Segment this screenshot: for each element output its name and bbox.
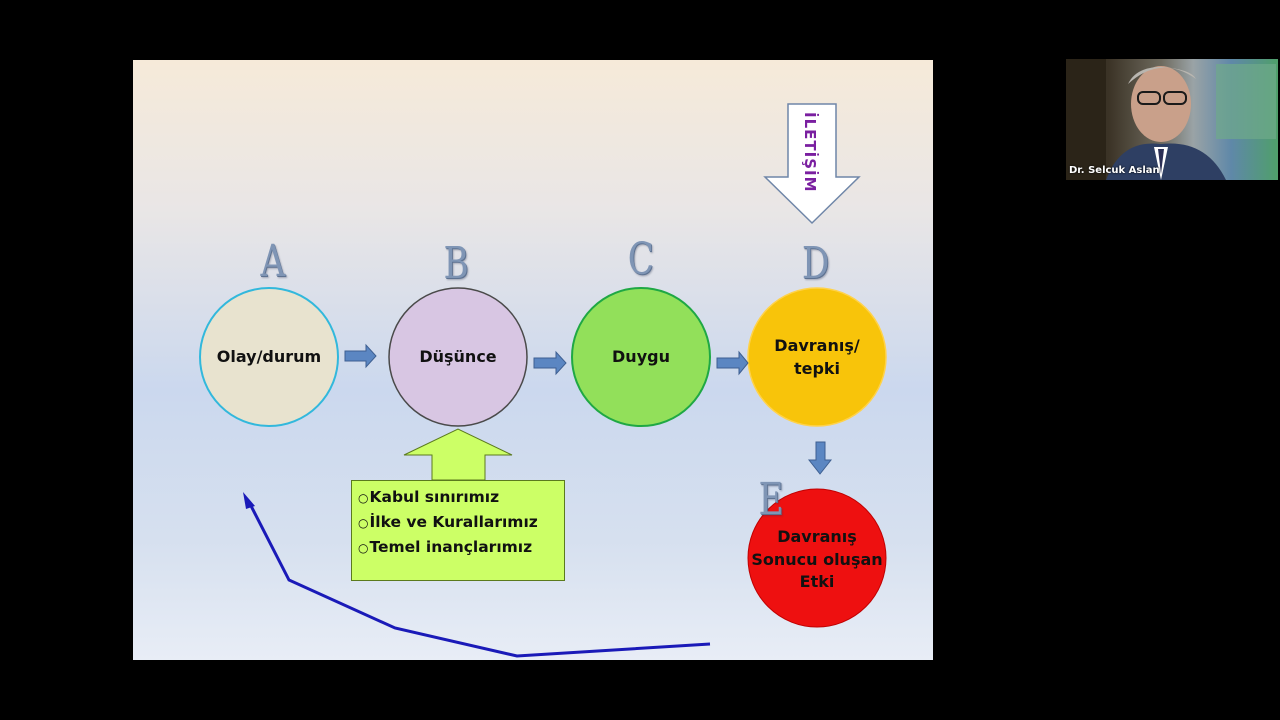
diagram-graphics [199, 103, 887, 658]
node-e-text-line1: Davranış [777, 527, 857, 547]
letter-a: A [260, 236, 286, 287]
node-e-label: Davranış Sonucu oluşan Etki [744, 515, 890, 605]
node-d-label: Davranış/ tepki [748, 322, 886, 392]
node-e-text-line2: Sonucu oluşan [751, 549, 883, 569]
feedback-arrowhead [243, 492, 255, 509]
beliefs-up-arrow [403, 428, 513, 481]
list-item: ○Temel inançlarımız [358, 538, 533, 556]
node-a-label: Olay/durum [200, 322, 338, 392]
list-bullet: ○ [358, 541, 369, 555]
node-e-circle [747, 488, 887, 628]
webcam-person-illustration [1066, 59, 1276, 180]
letter-d: D [801, 238, 830, 289]
list-item: ○İlke ve Kurallarımız [358, 513, 538, 531]
arrow-d-e [807, 441, 833, 475]
node-e-text-line3: Etki [799, 572, 835, 592]
node-d-text-line2: tepki [793, 359, 841, 378]
communication-text: İLETİŞİM [801, 111, 819, 193]
list-item: ○Kabul sınırımız [358, 488, 500, 506]
node-c-label: Duygu [572, 322, 710, 392]
participant-name: Dr. Selcuk Aslan [1069, 165, 1160, 176]
node-d-circle [747, 287, 887, 427]
list-bullet: ○ [358, 516, 369, 530]
letter-b: B [443, 238, 469, 289]
communication-label: İLETİŞİM [793, 111, 827, 193]
webcam-video[interactable]: Dr. Selcuk Aslan [1066, 59, 1278, 180]
list-bullet: ○ [358, 491, 369, 505]
node-a-text: Olay/durum [216, 347, 322, 367]
beliefs-list-box: ○Kabul sınırımız ○İlke ve Kurallarımız ○… [351, 480, 565, 581]
node-b-text: Düşünce [419, 347, 497, 367]
communication-arrow [763, 103, 861, 225]
arrow-b-c [533, 350, 567, 376]
node-c-text: Duygu [612, 347, 670, 367]
node-b-label: Düşünce [389, 322, 527, 392]
node-a-circle [199, 287, 339, 427]
node-b-circle [388, 287, 528, 427]
feedback-line [246, 499, 711, 658]
slide: A B C D E Olay/durum Düşünce Duygu Davra… [133, 60, 933, 660]
arrow-c-d [716, 350, 749, 376]
node-d-text-line1: Davranış/ [774, 335, 860, 355]
letter-c: C [627, 234, 654, 285]
node-c-circle [571, 287, 711, 427]
arrow-a-b [344, 343, 377, 369]
letter-e: E [758, 474, 784, 525]
